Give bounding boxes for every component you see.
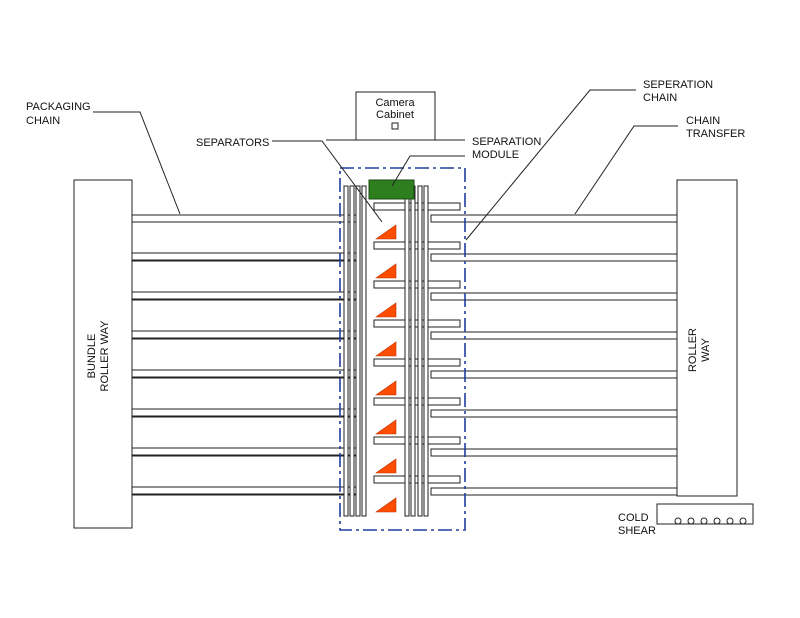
chain-transfer-strip [430,331,678,340]
cold-shear-roller [713,517,721,525]
separator-triangle [375,458,397,474]
packaging-chain-strip-alt [131,330,359,339]
separator-triangle [375,224,397,240]
separator-triangle [375,341,397,357]
bundle-roller-way [73,179,133,529]
separator-triangle [375,380,397,396]
seperation-chain-leader [465,89,636,241]
cold-shear-roller [700,517,708,525]
separator-triangle [375,497,397,513]
separation-chain-strip [373,241,461,250]
separation-chain-strip [373,397,461,406]
cold-shear-label: COLD [618,512,649,524]
chain-transfer-label: CHAIN [686,115,720,127]
chain-transfer-strip [430,487,678,496]
cold-shear-roller [726,517,734,525]
cold-shear-roller [739,517,747,525]
separators-group [375,224,397,513]
chain-transfer-label-2: TRANSFER [686,128,745,140]
cold-shear-label-2: SHEAR [618,525,656,537]
cold-shear-roller [674,517,682,525]
separation-module-label-2: MODULE [472,149,519,161]
chain-transfer-strip [430,292,678,301]
separation-chain-bar [343,185,349,517]
separation-chain-strip [373,358,461,367]
separation-chain-bar [417,185,423,517]
separation-chain-bar [404,185,410,517]
roller-way-label: ROLLER [687,328,699,372]
separation-module-leader [391,155,465,187]
separators-label: SEPARATORS [196,137,269,149]
separation-chain-strip [373,280,461,289]
bundle-roller-way-label-2: ROLLER WAY [99,320,111,392]
separation-chain-bar [355,185,361,517]
cold-shear-roller [687,517,695,525]
seperation-chain-label-2: CHAIN [643,92,677,104]
camera-cabinet-label: Camera [375,97,415,109]
cold-shear-rollers [674,517,747,525]
packaging-chain-strip-alt [131,369,359,378]
packaging-chain-label: PACKAGING [26,101,91,113]
camera-cabinet-label-2: Cabinet [376,109,414,121]
packaging-chain-strip-alt [131,252,359,261]
separation-chain-bar [410,185,416,517]
separation-chain-bar [423,185,429,517]
chain-transfer-strip [430,409,678,418]
chain-transfer-strip [430,448,678,457]
chain-transfer-strip [430,214,678,223]
separation-module-label: SEPARATION [472,136,541,148]
packaging-chain-leader [93,111,181,215]
separation-chain-bar [361,185,367,517]
chain-rows [131,202,678,496]
camera-icon [391,122,399,130]
bundle-roller-way-label: BUNDLE [86,334,98,379]
separation-chain-strip [373,475,461,484]
camera-cabinet-outline [355,91,436,140]
packaging-chain-strip [131,214,359,223]
separator-triangle [375,263,397,279]
seperation-chain-label: SEPERATION [643,79,713,91]
separation-module-block [368,179,415,200]
packaging-chain-strip-alt [131,447,359,456]
separation-chain-bar [349,185,355,517]
packaging-chain-strip-alt [131,486,359,495]
separator-triangle [375,302,397,318]
chain-transfer-leader [574,125,678,215]
separation-chain-strip [373,202,461,211]
separation-chain-strip [373,436,461,445]
separation-chain-bars [343,185,429,517]
separator-triangle [375,419,397,435]
chain-transfer-strip [430,370,678,379]
separation-chain-strip [373,319,461,328]
roller-way [676,179,738,497]
chain-transfer-strip [430,253,678,262]
packaging-chain-strip-alt [131,408,359,417]
packaging-chain-strip-alt [131,291,359,300]
packaging-chain-label-2: CHAIN [26,115,60,127]
roller-way-label-2: WAY [700,337,712,361]
separators-leader [272,140,383,223]
